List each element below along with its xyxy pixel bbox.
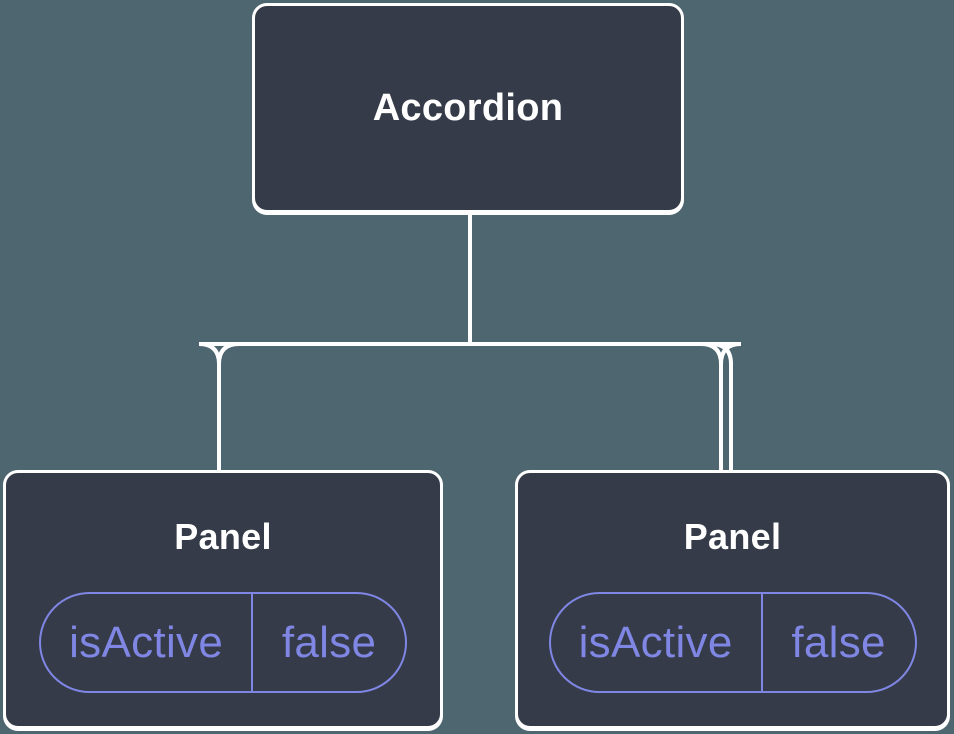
state-value-cell: false xyxy=(763,594,915,691)
accordion-node-label: Accordion xyxy=(372,86,564,129)
right-panel-drop-line xyxy=(710,342,733,478)
state-value-label: false xyxy=(281,617,377,667)
panel-node-label: Panel xyxy=(683,516,782,557)
panel-node-right: Panel isActive false xyxy=(515,470,950,729)
state-pill: isActive false xyxy=(39,592,407,693)
state-key-label: isActive xyxy=(69,617,224,667)
panel-node-label: Panel xyxy=(174,516,272,557)
panel-node-left: Panel isActive false xyxy=(3,470,443,729)
state-key-cell: isActive xyxy=(41,594,254,691)
state-pill: isActive false xyxy=(548,592,917,693)
state-key-cell: isActive xyxy=(551,594,763,691)
branch-to-panels-connector xyxy=(198,342,742,478)
state-value-cell: false xyxy=(253,594,405,691)
state-key-label: isActive xyxy=(578,617,733,667)
state-value-label: false xyxy=(791,617,886,667)
accordion-node: Accordion xyxy=(252,3,684,213)
